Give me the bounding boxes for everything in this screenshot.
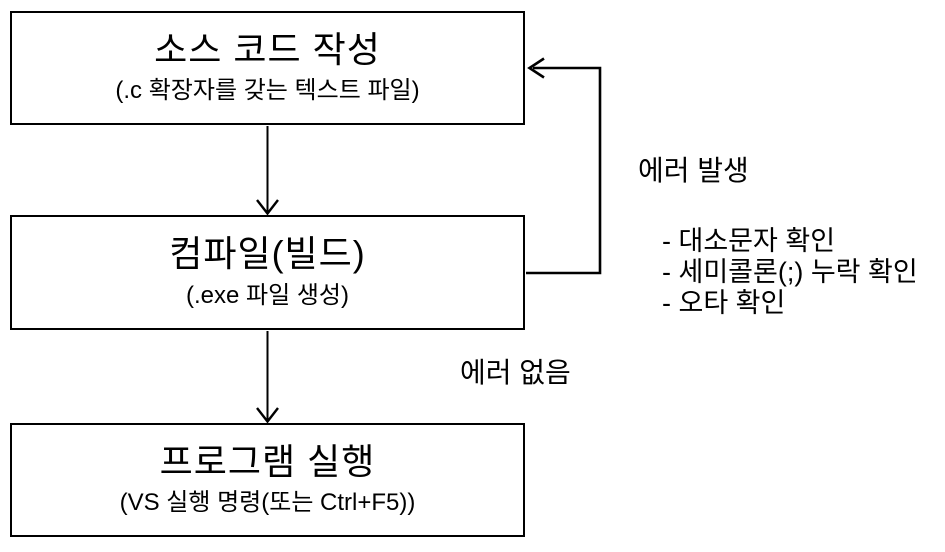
flow-box-run-program: 프로그램 실행 (VS 실행 명령(또는 Ctrl+F5)) <box>10 423 525 537</box>
arrow-compile-to-run-icon <box>256 331 279 424</box>
box-subtitle: (VS 실행 명령(또는 Ctrl+F5)) <box>119 489 416 517</box>
box-title: 컴파일(빌드) <box>169 233 366 275</box>
flow-box-source-code: 소스 코드 작성 (.c 확장자를 갖는 텍스트 파일) <box>10 11 525 125</box>
checklist-item-typo: - 오타 확인 <box>662 288 786 318</box>
arrow-source-to-compile-icon <box>256 126 279 216</box>
flow-box-compile: 컴파일(빌드) (.exe 파일 생성) <box>10 215 525 330</box>
error-loop-connector-icon <box>526 57 602 275</box>
checklist-item-case: - 대소문자 확인 <box>662 226 836 256</box>
label-error-occurred: 에러 발생 <box>638 155 749 186</box>
box-title: 프로그램 실행 <box>159 440 376 482</box>
error-checklist: - 대소문자 확인 - 세미콜론(;) 누락 확인 - 오타 확인 <box>662 226 918 319</box>
box-subtitle: (.c 확장자를 갖는 텍스트 파일) <box>115 77 420 105</box>
box-subtitle: (.exe 파일 생성) <box>185 281 349 309</box>
label-no-error: 에러 없음 <box>460 357 571 388</box>
checklist-item-semicolon: - 세미콜론(;) 누락 확인 <box>662 257 918 287</box>
box-title: 소스 코드 작성 <box>154 28 381 70</box>
